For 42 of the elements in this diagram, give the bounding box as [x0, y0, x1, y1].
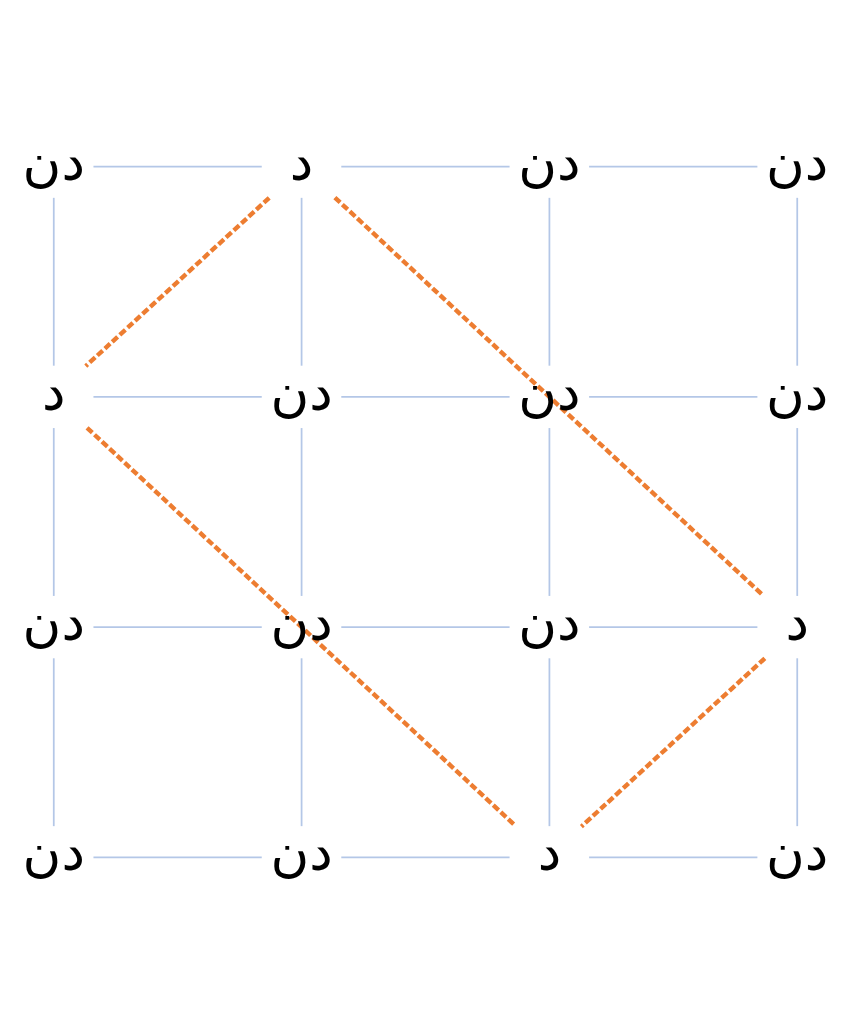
- connector: [92, 626, 263, 628]
- connector: [333, 195, 765, 598]
- connector: [340, 626, 511, 628]
- connector: [52, 657, 55, 828]
- connector: [579, 656, 767, 829]
- connector: [92, 856, 263, 859]
- connector: [92, 396, 263, 398]
- connector: [340, 396, 511, 398]
- node-text: د: [537, 821, 562, 883]
- connector: [85, 426, 518, 828]
- node-text: دن: [270, 360, 333, 422]
- connector: [588, 165, 759, 168]
- node-text: د: [289, 130, 314, 192]
- node-text: دن: [518, 591, 581, 653]
- connector: [548, 427, 551, 597]
- connector: [300, 196, 303, 367]
- node-text: دن: [22, 130, 85, 192]
- connector: [300, 657, 303, 828]
- connector: [796, 427, 799, 597]
- node-text: دن: [766, 130, 829, 192]
- connector: [300, 427, 303, 597]
- connector: [796, 657, 799, 828]
- node-text: د: [42, 360, 66, 422]
- node-text: دن: [766, 360, 829, 422]
- connector: [340, 165, 511, 168]
- node-text: دن: [22, 591, 85, 653]
- node-text: دن: [518, 130, 581, 192]
- connector: [84, 196, 271, 368]
- connector: [92, 165, 263, 168]
- connector: [588, 856, 759, 859]
- connector: [52, 427, 55, 597]
- connector: [52, 196, 55, 367]
- connector: [796, 196, 799, 367]
- connector: [588, 396, 759, 398]
- connector: [548, 196, 551, 367]
- connector: [548, 657, 551, 828]
- node-text: دن: [766, 821, 829, 883]
- node-text: د: [785, 591, 809, 653]
- connector: [340, 856, 511, 859]
- node-text: دن: [270, 821, 333, 883]
- node-text: دن: [22, 821, 85, 883]
- connector: [588, 626, 759, 628]
